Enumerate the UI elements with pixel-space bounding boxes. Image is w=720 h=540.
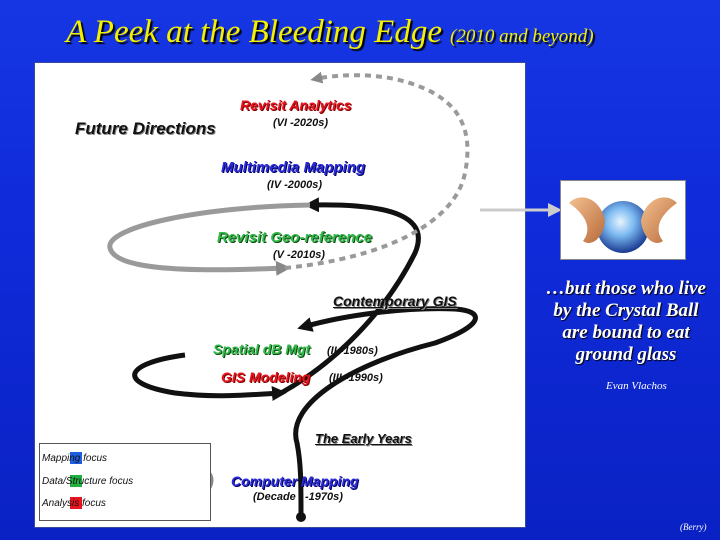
multimedia-mapping-decade: (IV -2000s)	[267, 179, 322, 191]
legend-label: Mapping focus	[42, 453, 107, 464]
revisit-georef-decade: (V -2010s)	[273, 249, 325, 261]
spiral-diagram-panel: Future Directions Revisit Analytics (VI …	[34, 62, 526, 528]
legend: Mapping focus Data/Structure focus Analy…	[39, 443, 211, 521]
computer-mapping-label: Computer Mapping	[231, 473, 359, 489]
pointer-arrow	[480, 200, 564, 220]
quote-author: Evan Vlachos	[606, 380, 667, 392]
legend-label: Analysis focus	[42, 498, 106, 509]
revisit-analytics-label: Revisit Analytics	[240, 97, 352, 113]
revisit-analytics-decade: (VI -2020s)	[273, 117, 328, 129]
start-dot	[296, 512, 306, 522]
gis-modeling-label: GIS Modeling	[221, 369, 310, 385]
slide-title: A Peek at the Bleeding Edge (2010 and bey…	[66, 14, 594, 51]
spatial-db-label: Spatial dB Mgt	[213, 341, 310, 357]
revisit-georef-label: Revisit Geo-reference	[217, 229, 372, 246]
contemporary-gis-label: Contemporary GIS	[333, 293, 457, 309]
early-years-label: The Early Years	[315, 431, 412, 446]
crystal-ball-image	[560, 180, 686, 260]
multimedia-mapping-label: Multimedia Mapping	[221, 159, 365, 176]
title-main: A Peek at the Bleeding Edge	[66, 14, 442, 50]
crystal-ball-icon	[561, 181, 685, 259]
spatial-db-decade: (II -1980s)	[327, 345, 378, 357]
slide-credit: (Berry)	[680, 522, 707, 532]
crystal-ball-quote: …but those who live by the Crystal Ball …	[546, 278, 706, 366]
title-sub: (2010 and beyond)	[450, 26, 594, 47]
future-directions-label: Future Directions	[75, 119, 216, 139]
legend-label: Data/Structure focus	[42, 476, 133, 487]
computer-mapping-decade: (Decade I -1970s)	[253, 491, 343, 503]
gis-modeling-decade: (III -1990s)	[329, 372, 383, 384]
